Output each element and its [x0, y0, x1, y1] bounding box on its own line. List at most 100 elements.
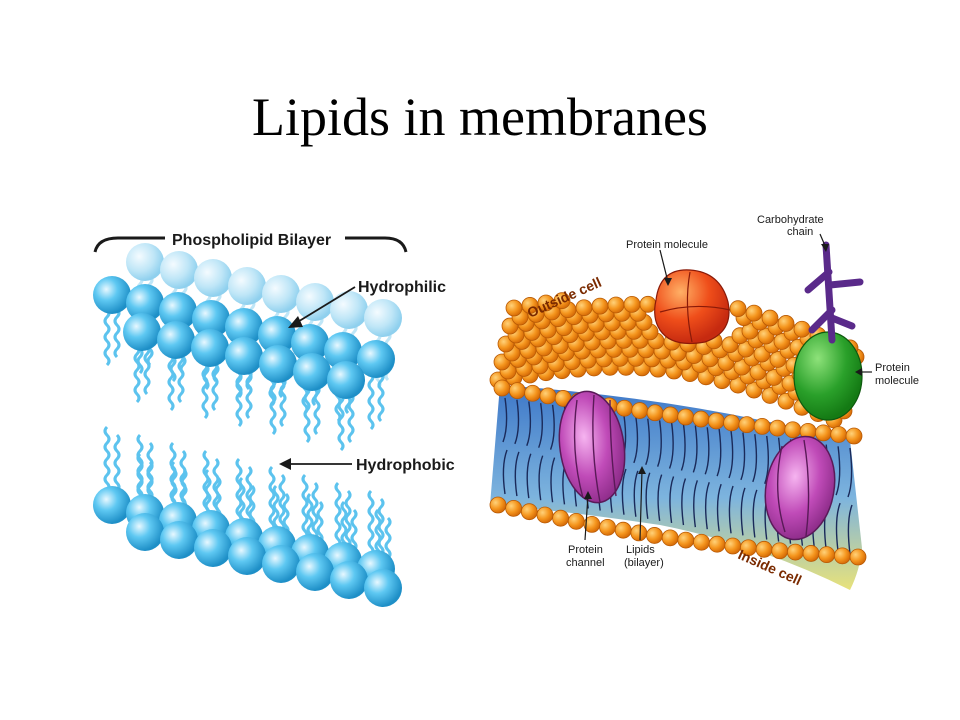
- lipid-tail: [235, 457, 243, 525]
- core-tail: [502, 449, 508, 495]
- inner-lipid-head: [849, 548, 867, 566]
- core-tail: [847, 447, 853, 498]
- lipid-tail: [337, 392, 345, 452]
- core-tail: [835, 502, 841, 553]
- lipid-tail: [311, 481, 319, 541]
- protein-molecule-right: [793, 331, 863, 421]
- inner-lipid-head: [552, 509, 570, 527]
- outer-lipid-head: [830, 426, 848, 443]
- core-tail: [526, 401, 532, 447]
- core-tail: [716, 483, 722, 532]
- lipid-tail: [301, 473, 309, 541]
- lipid-head: [191, 329, 229, 367]
- lipid-tail: [367, 489, 375, 557]
- lipid-head: [159, 292, 197, 330]
- core-tail: [538, 455, 544, 501]
- lipid-head: [157, 321, 195, 359]
- lipid-tail: [113, 433, 121, 493]
- lipid-head: [225, 337, 263, 375]
- outer-lipid-head: [784, 421, 802, 439]
- outer-lipid-head: [761, 309, 779, 327]
- core-tail: [669, 476, 675, 524]
- lipid-tail: [313, 384, 321, 436]
- lipid-tail: [235, 368, 243, 428]
- core-tail: [502, 397, 508, 443]
- lipid-head: [123, 313, 161, 351]
- lipid-head: [192, 300, 230, 338]
- core-tail: [681, 478, 687, 526]
- lipid-head: [262, 275, 300, 313]
- lipid-head: [324, 332, 362, 370]
- lipid-tail: [245, 368, 253, 420]
- inner-lipid-head: [724, 537, 742, 555]
- lipid-head: [228, 537, 266, 575]
- outer-lipid-head: [661, 406, 679, 424]
- lipid-head: [259, 345, 297, 383]
- core-tail: [740, 487, 746, 536]
- hydrophilic-arrow: [288, 286, 356, 328]
- lipid-head: [126, 284, 164, 322]
- core-tail: [645, 472, 651, 519]
- core-tail: [680, 423, 686, 471]
- inner-lipid-head: [614, 521, 632, 539]
- core-tail: [633, 470, 639, 517]
- lipid-tail: [211, 360, 219, 412]
- lipid-tail: [133, 344, 141, 404]
- lipid-head: [93, 276, 131, 314]
- slide-title: Lipids in membranes: [252, 87, 708, 147]
- outer-lipid-head: [575, 299, 593, 317]
- label-leader-arrows: [584, 244, 862, 499]
- core-tail: [657, 474, 663, 521]
- outer-lipid-head: [729, 300, 747, 318]
- outer-lipid-head: [793, 320, 811, 338]
- outer-lipid-head: [631, 402, 649, 419]
- outer-lipid-heads: [489, 292, 865, 445]
- lipid-head: [330, 291, 368, 329]
- lipid-tail: [245, 465, 253, 525]
- inner-lipid-head: [489, 496, 507, 514]
- inner-lipid-head: [646, 527, 663, 544]
- outer-lipid-head: [524, 384, 542, 402]
- lipid-tail: [278, 473, 286, 533]
- core-tail: [514, 451, 520, 497]
- inner-lipid-head: [599, 518, 616, 536]
- outer-lipid-head: [677, 408, 695, 426]
- lipid-tail: [268, 465, 276, 533]
- lipid-heads-front: [93, 276, 402, 607]
- outer-lipid-head: [723, 414, 740, 432]
- outer-lipid-head: [508, 382, 526, 400]
- core-tail: [550, 457, 556, 503]
- inner-lipid-head: [818, 546, 836, 564]
- inner-lipid-head: [708, 535, 726, 553]
- outer-lipid-head: [539, 387, 557, 405]
- channel-label-line2: channel: [566, 557, 605, 569]
- core-tail: [728, 430, 734, 479]
- inner-lipid-head: [802, 545, 820, 562]
- core-tail: [692, 425, 698, 473]
- core-tail: [752, 489, 758, 538]
- core-tail: [728, 485, 734, 534]
- outer-lipid-head: [814, 424, 832, 442]
- lipid-head: [364, 569, 402, 607]
- outer-lipid-head: [707, 412, 725, 430]
- protein-top-label: Protein molecule: [626, 239, 708, 251]
- core-tail: [764, 435, 770, 484]
- lipid-head: [194, 529, 232, 567]
- bilayer-bracket: [93, 236, 408, 253]
- core-tail: [716, 428, 722, 477]
- outer-lipid-head: [692, 410, 710, 428]
- core-tail: [704, 481, 710, 530]
- lipid-tail: [344, 489, 352, 549]
- protein-channel-left: [558, 390, 626, 504]
- inner-lipid-head: [520, 503, 538, 521]
- lipid-head: [160, 251, 198, 289]
- carbohydrate-label-line1: Carbohydrate: [757, 214, 824, 226]
- lipid-head: [160, 521, 198, 559]
- lipid-head: [93, 486, 131, 524]
- lipids-label-line1: Lipids: [626, 544, 655, 556]
- core-tail: [693, 480, 699, 528]
- lipid-tail: [279, 376, 287, 428]
- core-tail: [645, 418, 651, 466]
- inner-lipid-head: [677, 531, 695, 549]
- lipid-head: [296, 283, 334, 321]
